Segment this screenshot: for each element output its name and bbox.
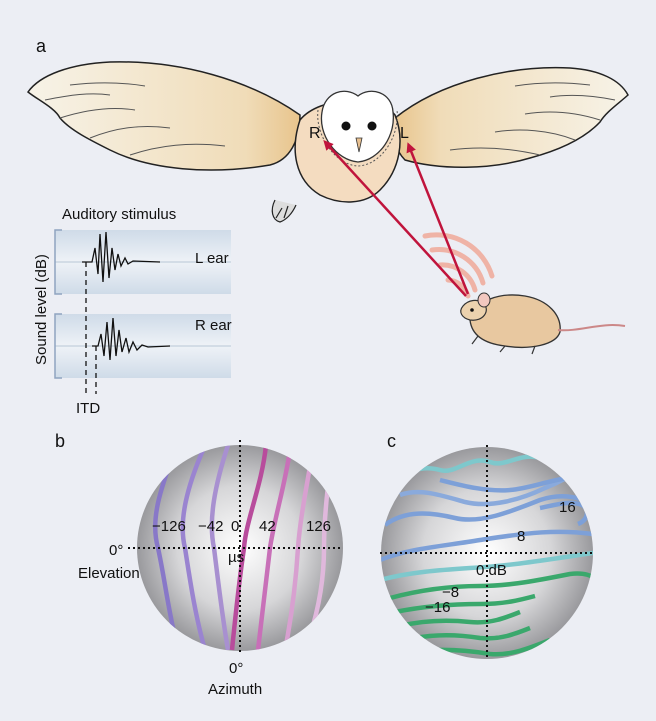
elevation-label: Elevation xyxy=(78,565,140,582)
ild-label-0db: 0 dB xyxy=(476,562,507,579)
l-ear-label: L ear xyxy=(195,250,229,267)
arrow-to-right-ear xyxy=(323,140,467,297)
ild-contour-green-2 xyxy=(394,593,536,615)
l-ear-waveform xyxy=(82,231,161,283)
itd-label-neg126: −126 xyxy=(152,518,186,535)
ild-label-16: 16 xyxy=(559,499,576,516)
ild-label-8: 8 xyxy=(517,528,525,545)
owl-illustration: R L xyxy=(26,61,629,223)
owl-eye-right xyxy=(341,121,351,131)
itd-label: ITD xyxy=(76,400,100,417)
mouse-eye xyxy=(470,308,474,312)
ild-contour-blue-1 xyxy=(383,494,593,527)
itd-label-0: 0 xyxy=(231,518,239,535)
owl-right-ear-label: R xyxy=(309,125,321,142)
ild-label-neg16: −16 xyxy=(425,599,450,616)
owl-left-wing xyxy=(26,61,301,171)
r-ear-label: R ear xyxy=(195,317,232,334)
stimulus-title: Auditory stimulus xyxy=(62,206,176,223)
owl-right-wing-feathers xyxy=(449,82,616,156)
panel-label-c: c xyxy=(387,431,396,451)
owl-right-wing xyxy=(393,66,629,168)
ild-contour-green-4 xyxy=(404,625,531,643)
l-ear-axis xyxy=(54,229,62,295)
ild-contour-zero-cyan xyxy=(381,549,593,583)
panel-label-b: b xyxy=(55,431,65,451)
owl-left-wing-feathers xyxy=(44,82,226,156)
r-ear-waveform xyxy=(92,317,171,361)
mouse-ear xyxy=(477,292,491,308)
ild-contour-blue-3 xyxy=(439,475,586,493)
mouse-sound-waves xyxy=(422,232,495,299)
owl-feet xyxy=(271,199,297,223)
panel-c-ild-map: 16 8 0 dB −8 −16 xyxy=(380,445,594,660)
owl-beak xyxy=(355,137,363,153)
mouse-feet xyxy=(471,335,536,355)
mouse-body xyxy=(469,294,561,348)
arrow-to-left-ear xyxy=(406,142,470,295)
panel-b-itd-map: −126 −42 0 42 126 µs 0° Elevation 0° Azi… xyxy=(78,440,343,698)
mouse-illustration xyxy=(422,232,626,355)
mouse-tail xyxy=(557,324,626,332)
itd-label-neg42: −42 xyxy=(198,518,223,535)
ild-label-neg8: −8 xyxy=(442,584,459,601)
ild-contour-blue-4 xyxy=(381,529,593,563)
itd-contour-6 xyxy=(282,454,315,651)
owl-facial-disk xyxy=(320,90,394,163)
itd-unit: µs xyxy=(228,549,244,566)
owl-eye-left xyxy=(367,121,377,131)
auditory-stimulus-inset: Auditory stimulus Sound level (dB) L ear… xyxy=(33,206,232,417)
itd-label-126: 126 xyxy=(306,518,331,535)
ild-contour-green-1 xyxy=(389,571,593,601)
elevation-value: 0° xyxy=(109,542,123,559)
r-ear-axis xyxy=(54,313,62,379)
azimuth-value: 0° xyxy=(229,660,243,677)
stimulus-ylabel: Sound level (dB) xyxy=(33,254,50,365)
ild-contour-green-3 xyxy=(399,609,521,629)
panel-label-a: a xyxy=(36,36,47,56)
itd-label-42: 42 xyxy=(259,518,276,535)
owl-left-ear-label: L xyxy=(400,125,409,142)
azimuth-label: Azimuth xyxy=(208,681,262,698)
